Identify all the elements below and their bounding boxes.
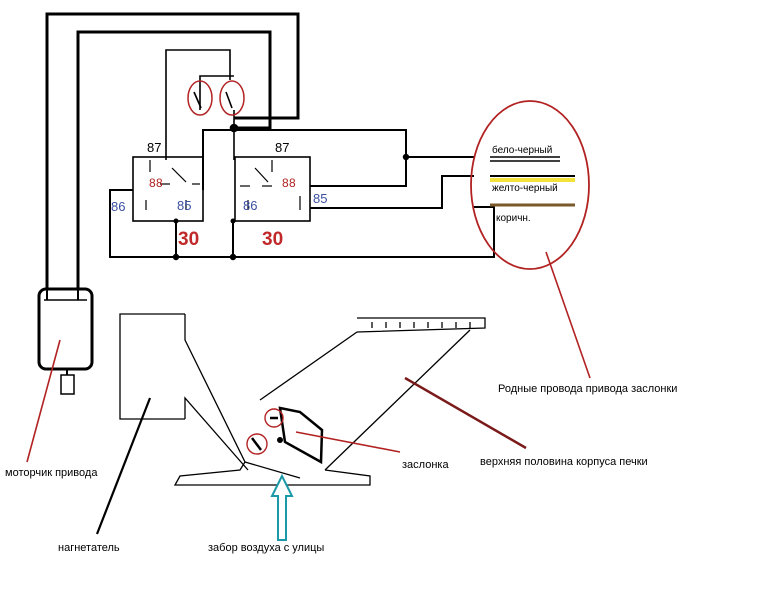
blower-label: нагнетатель bbox=[58, 542, 120, 554]
motor: моторчик привода bbox=[5, 287, 98, 479]
svg-text:8: 8 bbox=[282, 176, 289, 190]
native-wires-label: Родные провода привода заслонки bbox=[498, 383, 677, 395]
damper: заслонка bbox=[246, 406, 449, 471]
relay-1-pin-30: 30 bbox=[178, 229, 199, 250]
svg-text:8: 8 bbox=[289, 176, 296, 190]
blower-annotation: нагнетатель bbox=[58, 397, 152, 554]
motor-wires bbox=[45, 12, 300, 292]
control-wiring bbox=[109, 129, 495, 258]
relay-2-pin-87: 87 bbox=[275, 140, 289, 155]
heater-housing bbox=[119, 313, 486, 486]
heater-upper-annotation: верхняя половина корпуса печки bbox=[404, 376, 648, 468]
air-intake-arrow: забор воздуха с улицы bbox=[208, 473, 324, 554]
relay-2-pin-85: 85 bbox=[313, 191, 327, 206]
svg-text:8: 8 bbox=[156, 176, 163, 190]
relay-1-pin-86: 86 bbox=[111, 199, 125, 214]
relay-1-pin-87: 87 bbox=[147, 140, 161, 155]
motor-label: моторчик привода bbox=[5, 467, 98, 479]
air-intake-label: забор воздуха с улицы bbox=[208, 542, 324, 554]
wire-bundle-circle bbox=[470, 100, 590, 270]
relay-2-pin-30: 30 bbox=[262, 229, 283, 250]
switch-circles bbox=[187, 80, 245, 116]
relay-2-pin-86: 86 bbox=[243, 198, 257, 213]
wire-brown-label: коричн. bbox=[496, 213, 531, 224]
relay-1: 8 8 87 86 85 30 bbox=[111, 140, 204, 250]
svg-text:8: 8 bbox=[149, 176, 156, 190]
relay-1-pin-85: 85 bbox=[177, 198, 191, 213]
native-wires: бело-черный желто-черный коричн. Родные … bbox=[470, 100, 677, 395]
heater-upper-label: верхняя половина корпуса печки bbox=[480, 456, 648, 468]
relay-2: 8 8 87 86 85 30 bbox=[234, 140, 327, 250]
damper-label: заслонка bbox=[402, 459, 449, 471]
limit-switches bbox=[165, 49, 239, 160]
wire-white-black-label: бело-черный bbox=[492, 144, 552, 156]
wire-yellow-black-label: желто-черный bbox=[492, 183, 558, 194]
junction-dots bbox=[172, 153, 410, 261]
